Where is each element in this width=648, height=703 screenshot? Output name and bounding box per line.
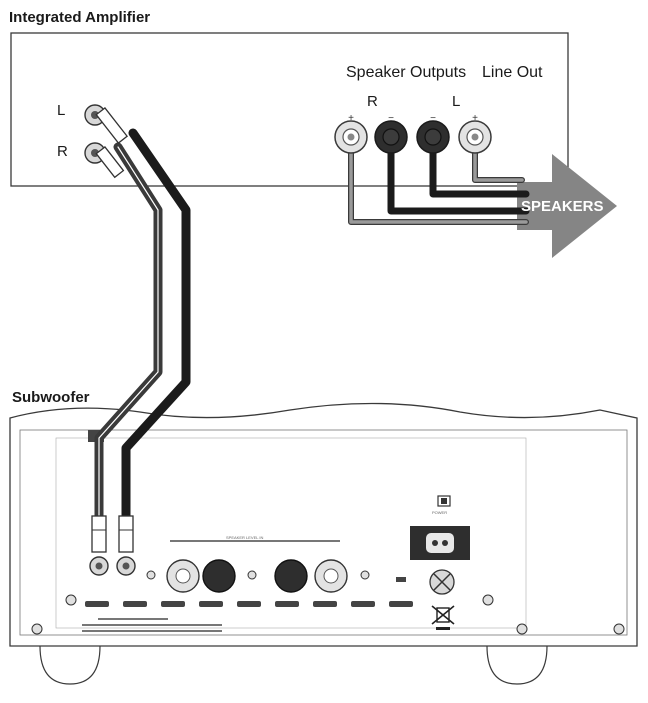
- power-socket-icon: [410, 495, 470, 560]
- rca-jack-icon-sub: [89, 556, 136, 576]
- speaker-channel-right-label: R: [367, 93, 378, 110]
- rca-plug-icon-amp: [95, 107, 129, 179]
- speaker-level-in-label: SPEAKER LEVEL IN: [226, 535, 264, 540]
- polarity-r-plus: +: [348, 113, 354, 124]
- sub-binding-posts: [166, 559, 348, 593]
- polarity-l-minus: −: [430, 113, 436, 124]
- polarity-r-minus: −: [388, 113, 394, 124]
- speakers-arrow-icon: [517, 154, 617, 258]
- rca-cables: [94, 128, 191, 527]
- weee-bin-icon: [431, 605, 455, 630]
- screw-icon-mid-right: [360, 570, 370, 580]
- input-right-label: R: [57, 143, 68, 160]
- power-label: POWER: [432, 510, 448, 515]
- subwoofer-back-panel: [19, 429, 628, 636]
- rca-plug-icon-sub: [91, 515, 134, 553]
- amplifier-title: Integrated Amplifier: [9, 9, 151, 26]
- subwoofer-foot-right: [486, 645, 548, 685]
- speakers-arrow-label: SPEAKERS: [521, 198, 604, 215]
- binding-post-icon-r-minus: [374, 120, 408, 154]
- binding-post-icon-l-minus: [416, 120, 450, 154]
- polarity-l-plus: +: [472, 113, 478, 124]
- fuse-icon: [429, 569, 455, 595]
- screw-icon-mid: [247, 570, 257, 580]
- subwoofer-panel-inset: [55, 437, 527, 629]
- input-left-label: L: [57, 102, 66, 119]
- subwoofer-chassis: [9, 402, 638, 647]
- rca-jack-icon-amp-l: [84, 104, 106, 126]
- fine-print: [82, 540, 340, 632]
- vent-slots: [85, 601, 413, 607]
- speaker-outputs-label: Speaker Outputs: [346, 64, 467, 81]
- binding-post-icon-l-plus: [458, 120, 492, 154]
- line-out-label: Line Out: [482, 64, 543, 81]
- speaker-channel-left-label: L: [452, 93, 461, 110]
- subwoofer-foot-left: [39, 645, 101, 685]
- screw-icons: [31, 594, 625, 635]
- screw-icon-mid-left: [146, 570, 156, 580]
- switch-icon: [396, 577, 406, 582]
- binding-post-icon-r-plus: [334, 120, 368, 154]
- subwoofer-title: Subwoofer: [12, 389, 90, 406]
